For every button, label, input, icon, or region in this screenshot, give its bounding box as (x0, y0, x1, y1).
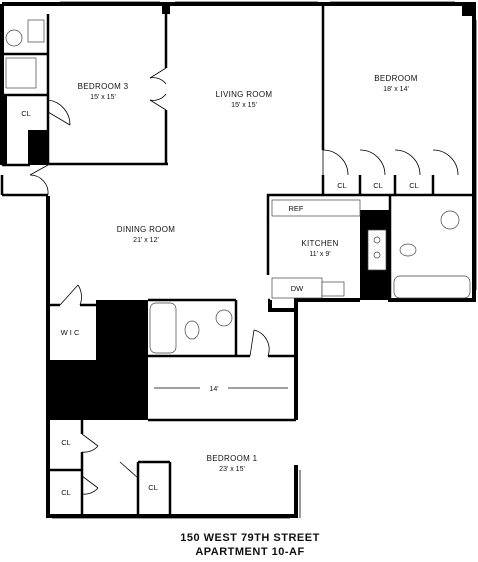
address-line: 150 WEST 79TH STREET (180, 532, 320, 544)
closet-label: CL (21, 109, 31, 118)
interior-walls (0, 4, 474, 516)
bedroom3-dim: 15' x 15' (90, 94, 116, 101)
apartment-line: APARTMENT 10-AF (195, 546, 304, 558)
structural-columns (2, 4, 474, 420)
bedroom3-name: BEDROOM 3 (78, 82, 129, 91)
dining-room-dim: 21' x 12' (133, 237, 159, 244)
outer-walls (0, 2, 476, 518)
hall-length-label: 14' (209, 386, 218, 393)
closet-label: CL (148, 483, 158, 492)
living-room-dim: 15' x 15' (231, 102, 257, 109)
dining-room-name: DINING ROOM (117, 225, 175, 234)
kitchen-name: KITCHEN (301, 239, 338, 248)
bedroom1-dim: 23' x 15' (219, 466, 245, 473)
windows (52, 1, 477, 519)
closet-label: CL (409, 181, 419, 190)
kitchen-dim: 11' x 9' (309, 251, 330, 258)
walk-in-closet-label: W I C (61, 328, 80, 337)
closet-label: CL (61, 438, 71, 447)
bedroom1-name: BEDROOM 1 (207, 454, 258, 463)
bedroom-dim: 18' x 14' (383, 86, 409, 93)
bedroom-name: BEDROOM (374, 74, 417, 83)
closet-label: CL (337, 181, 347, 190)
refrigerator-label: REF (289, 204, 304, 213)
fixtures (5, 19, 471, 354)
dishwasher-label: DW (291, 284, 304, 293)
closet-label: CL (373, 181, 383, 190)
door-swings (29, 67, 459, 495)
closet-label: CL (61, 488, 71, 497)
living-room-name: LIVING ROOM (216, 90, 273, 99)
